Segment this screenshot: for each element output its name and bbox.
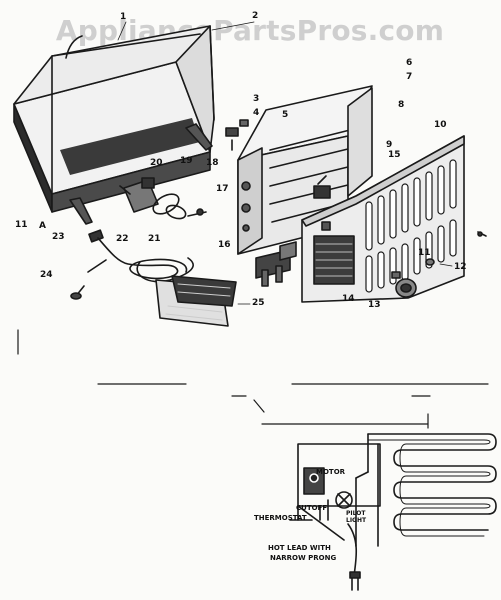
watermark: AppliancePartsPros.com (55, 14, 445, 47)
callout-25: 25 (252, 298, 265, 308)
callout-24: 24 (40, 270, 53, 280)
callout-12: 12 (454, 262, 467, 272)
cabinet-housing (13, 25, 215, 225)
callout-18: 18 (206, 158, 219, 168)
callout-15: 15 (388, 150, 401, 160)
power-cord (70, 229, 194, 300)
wiring-label-cutoff: CUTOFF (296, 504, 328, 512)
callout-5: 5 (282, 110, 289, 120)
wiring-label-hot-lead-line2: NARROW PRONG (270, 554, 337, 562)
callout-11a-suffix: A (39, 221, 46, 231)
callout-1: 1 (120, 12, 127, 22)
wiring-label-hot-lead-line1: HOT LEAD WITH (268, 544, 331, 552)
motor-and-fan (119, 177, 207, 220)
manual-booklet (155, 275, 251, 327)
hardware-clips (225, 119, 249, 151)
relay-bracket (255, 241, 297, 287)
front-grille-panel (301, 135, 465, 303)
control-knobs (391, 231, 487, 298)
callout-16: 16 (218, 240, 231, 250)
callout-7: 7 (406, 72, 413, 82)
callout-19: 19 (180, 156, 193, 166)
callout-11a: 11 (15, 220, 28, 230)
callout-22: 22 (116, 234, 129, 244)
wiring-schematic (289, 433, 497, 591)
wiring-label-pilot-line2: LIGHT (346, 517, 367, 524)
callout-17: 17 (216, 184, 229, 194)
callout-2: 2 (252, 11, 259, 21)
callout-8: 8 (398, 100, 405, 110)
wiring-label-pilot-line1: PILOT (346, 510, 366, 517)
callout-10: 10 (434, 120, 447, 130)
callout-21: 21 (148, 234, 161, 244)
callout-4: 4 (253, 108, 260, 118)
callout-14: 14 (342, 294, 355, 304)
callout-6: 6 (406, 58, 413, 68)
callout-23: 23 (52, 232, 65, 242)
callout-13: 13 (368, 300, 381, 310)
callout-20: 20 (150, 158, 163, 168)
callout-11b: 11 (418, 248, 431, 258)
callout-9: 9 (386, 140, 393, 150)
page-marks (17, 329, 489, 429)
callout-3: 3 (253, 94, 260, 104)
wiring-label-thermostat: THERMOSTAT (254, 514, 307, 522)
wiring-label-motor: MOTOR (316, 468, 346, 476)
